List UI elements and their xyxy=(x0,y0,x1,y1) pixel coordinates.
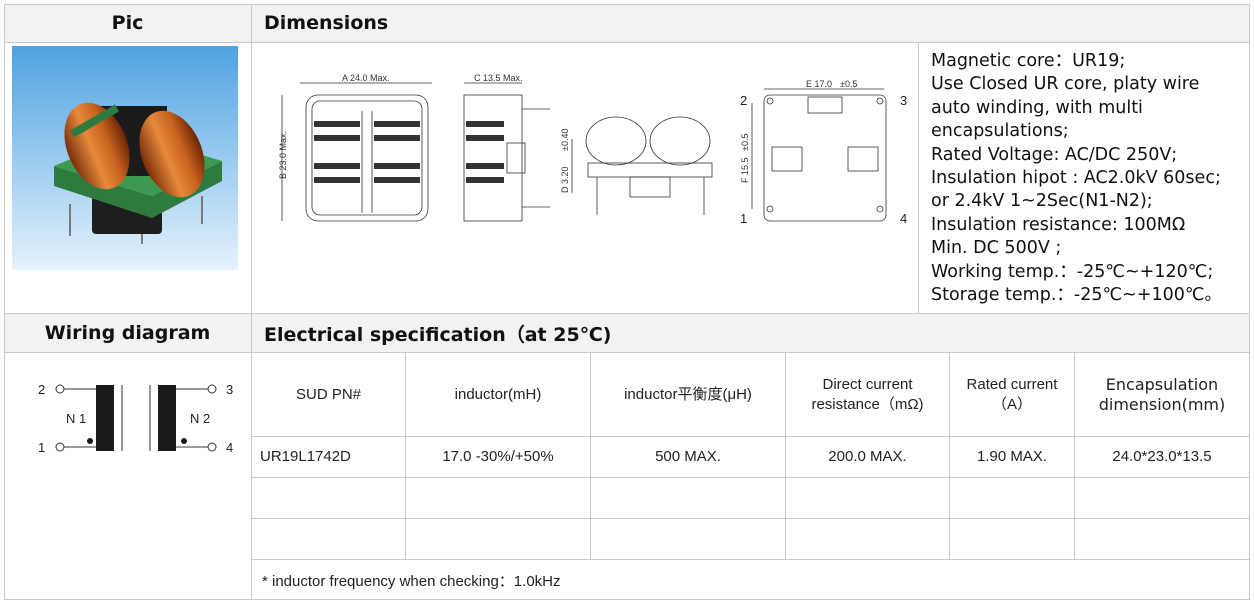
table-header-label: SUD PN# xyxy=(295,385,362,403)
table-cell-value: 500 MAX. xyxy=(655,448,721,465)
table-empty-cell xyxy=(1075,478,1250,519)
spec-line: Use Closed UR core, platy wire xyxy=(931,74,1200,95)
table-header-pn: SUD PN# xyxy=(252,353,406,437)
spec-line: Working temp.：-25℃~+120℃; xyxy=(931,261,1214,282)
spec-line: Min. DC 500V ; xyxy=(931,238,1062,259)
table-header-dcr: Direct current resistance（mΩ) xyxy=(786,353,950,437)
spec-line: encapsulations; xyxy=(931,121,1069,142)
table-empty-cell xyxy=(591,519,786,560)
wiring-pin-3: 3 xyxy=(226,382,233,397)
table-empty-cell xyxy=(786,519,950,560)
table-empty-cell xyxy=(591,478,786,519)
dim-pin-1: 1 xyxy=(740,211,747,226)
table-empty-cell xyxy=(786,478,950,519)
wiring-diagram: 2 1 3 4 N 1 N 2 xyxy=(38,382,233,455)
table-header-balance: inductor平衡度(μH) xyxy=(591,353,786,437)
winding-n1-label: N 1 xyxy=(66,411,86,426)
dim-f-tol-label: ±0.5 xyxy=(740,134,750,151)
spec-line: or 2.4kV 1~2Sec(N1-N2); xyxy=(931,191,1153,212)
table-cell-value: 17.0 -30%/+50% xyxy=(442,448,554,465)
table-empty-cell xyxy=(406,519,591,560)
dimensions-header: Dimensions xyxy=(252,4,1250,43)
wiring-header: Wiring diagram xyxy=(4,314,252,353)
table-cell-value: 1.90 MAX. xyxy=(976,448,1048,465)
dimensions-header-label: Dimensions xyxy=(264,12,389,34)
dim-e-label: E 17.0 xyxy=(806,79,832,89)
wiring-header-label: Wiring diagram xyxy=(44,322,211,344)
dim-pin-2: 2 xyxy=(740,93,747,108)
dim-b-label: B 23.0 Max. xyxy=(278,131,288,179)
table-header-inductor: inductor(mH) xyxy=(406,353,591,437)
table-header-label: inductor平衡度(μH) xyxy=(624,385,752,403)
dimension-drawing: A 24.0 Max. B 23.0 Max. C 13.5 Max. D 3.… xyxy=(278,73,907,226)
dim-d-label: D 3.20 xyxy=(560,166,570,193)
table-empty-cell xyxy=(252,519,406,560)
product-photo xyxy=(12,46,238,270)
wiring-diagram-cell: 2 1 3 4 N 1 N 2 xyxy=(4,353,252,600)
table-empty-cell xyxy=(252,478,406,519)
table-header-rated-current: Rated current（A） xyxy=(950,353,1075,437)
spec-line: auto winding, with multi xyxy=(931,97,1143,118)
frequency-note: * inductor frequency when checking：1.0kH… xyxy=(262,573,561,590)
table-header-label: Rated current（A） xyxy=(966,375,1058,413)
table-header-label: Direct current resistance（mΩ) xyxy=(811,375,924,413)
table-header-label: inductor(mH) xyxy=(454,385,542,403)
dim-pin-4: 4 xyxy=(900,211,907,226)
table-cell-encapsulation: 24.0*23.0*13.5 xyxy=(1075,437,1250,478)
dim-d-tol-label: ±0.40 xyxy=(560,129,570,151)
wiring-pin-2: 2 xyxy=(38,382,45,397)
spec-line: Rated Voltage: AC/DC 250V; xyxy=(931,144,1178,165)
table-empty-cell xyxy=(406,478,591,519)
spec-line: Insulation hipot : AC2.0kV 60sec; xyxy=(931,168,1221,189)
dimension-drawing-cell: A 24.0 Max. B 23.0 Max. C 13.5 Max. D 3.… xyxy=(252,43,919,314)
table-cell-dcr: 200.0 MAX. xyxy=(786,437,950,478)
table-empty-cell xyxy=(1075,519,1250,560)
table-cell-value: 24.0*23.0*13.5 xyxy=(1112,448,1212,465)
table-cell-pn: UR19L1742D xyxy=(252,437,406,478)
dim-pin-3: 3 xyxy=(900,93,907,108)
wiring-pin-1: 1 xyxy=(38,440,45,455)
dim-e-tol-label: ±0.5 xyxy=(840,79,857,89)
spec-list: Magnetic core：UR19; Use Closed UR core, … xyxy=(931,50,1249,307)
pic-header-label: Pic xyxy=(111,12,144,34)
spec-line: Insulation resistance: 100MΩ xyxy=(931,214,1186,235)
electrical-header: Electrical specification（at 25℃) xyxy=(252,314,1250,353)
table-empty-cell xyxy=(950,519,1075,560)
spec-line: Magnetic core：UR19; xyxy=(931,51,1126,71)
table-cell-value: UR19L1742D xyxy=(260,448,351,465)
dim-c-label: C 13.5 Max. xyxy=(474,73,523,83)
table-header-label: Encapsulation dimension(mm) xyxy=(1098,374,1226,414)
table-cell-rated-current: 1.90 MAX. xyxy=(950,437,1075,478)
table-empty-cell xyxy=(950,478,1075,519)
dim-f-label: F 15.5 xyxy=(740,157,750,183)
table-cell-inductor: 17.0 -30%/+50% xyxy=(406,437,591,478)
table-cell-value: 200.0 MAX. xyxy=(828,448,907,465)
spec-line: Storage temp.：-25℃~+100℃。 xyxy=(931,285,1222,306)
table-cell-balance: 500 MAX. xyxy=(591,437,786,478)
winding-n2-label: N 2 xyxy=(190,411,210,426)
wiring-pin-4: 4 xyxy=(226,440,233,455)
dim-a-label: A 24.0 Max. xyxy=(342,73,390,83)
product-photo-cell xyxy=(4,43,252,314)
pic-header: Pic xyxy=(4,4,252,43)
table-header-encapsulation: Encapsulation dimension(mm) xyxy=(1075,353,1250,437)
electrical-header-label: Electrical specification（at 25℃) xyxy=(264,323,612,346)
